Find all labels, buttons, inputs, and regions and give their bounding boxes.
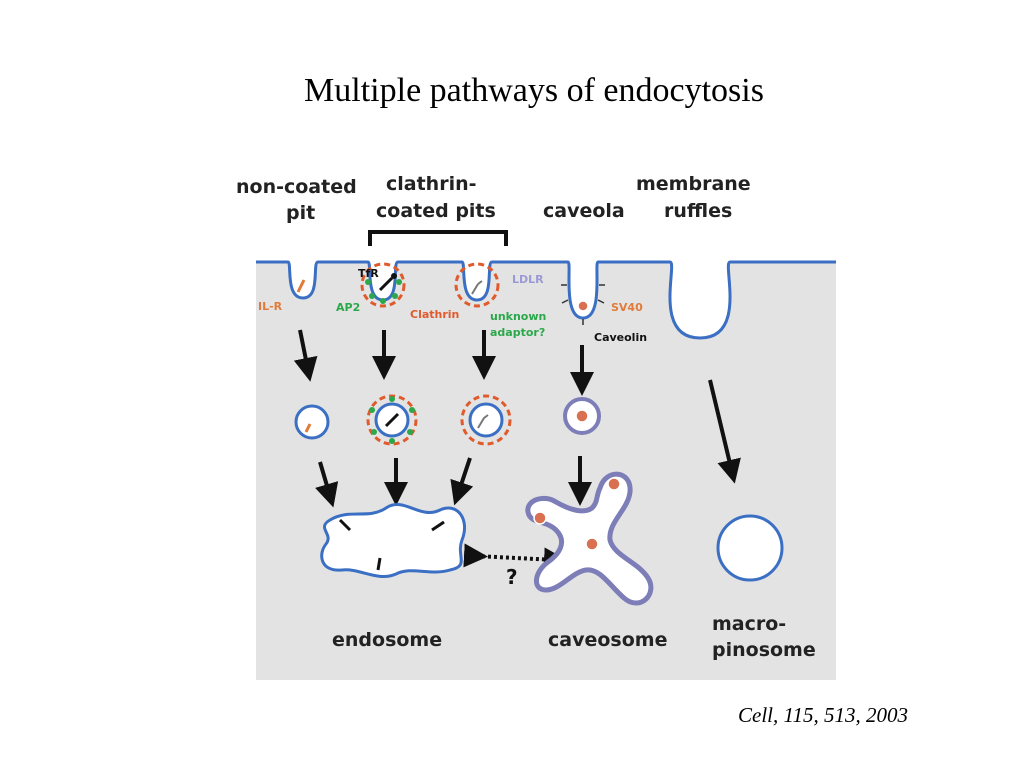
label-adaptor: adaptor? — [490, 326, 545, 339]
ap2-dots-pit1 — [365, 279, 402, 304]
slide-title: Multiple pathways of endocytosis — [304, 72, 764, 109]
ldlr-in-vesicle — [477, 414, 489, 429]
sv40-in-caveosome — [533, 477, 621, 551]
endosome-receptors — [338, 518, 445, 571]
plasma-membrane — [256, 250, 836, 338]
macropinosome-compartment — [716, 514, 784, 582]
label-ap2: AP2 — [336, 301, 360, 314]
header-clathrin: clathrin- — [386, 173, 477, 195]
citation: Cell, 115, 513, 2003 — [738, 703, 908, 727]
header-pit: pit — [286, 202, 315, 224]
header-coated-pits: coated pits — [376, 200, 496, 222]
sv40-virus-pit — [577, 300, 589, 312]
pathway-arrows-row1 — [293, 329, 741, 484]
unknown-exchange-mark: ? — [506, 565, 518, 589]
label-macro: macro- — [712, 613, 786, 635]
label-caveosome: caveosome — [548, 629, 667, 651]
sv40-in-vesicle — [575, 409, 589, 423]
clathrin-coat-pit1 — [360, 262, 406, 308]
label-tfr: TfR — [358, 267, 379, 280]
clathrin-coat-pit2 — [454, 262, 500, 308]
label-ldlr: LDLR — [512, 273, 544, 286]
header-ruffles: ruffles — [664, 200, 732, 222]
label-il-r: IL-R — [258, 300, 283, 313]
label-pinosome: pinosome — [712, 639, 816, 661]
label-endosome: endosome — [332, 629, 442, 651]
caveolin-studs-pit — [561, 284, 605, 325]
label-caveolin: Caveolin — [594, 331, 647, 344]
tfr-in-vesicle — [384, 412, 400, 428]
il-r-receptor-icon — [296, 279, 306, 293]
label-unknown: unknown — [490, 310, 546, 323]
label-clathrin: Clathrin — [410, 308, 459, 321]
header-caveola: caveola — [543, 200, 625, 222]
ldlr-receptor-icon — [471, 280, 483, 295]
header-non-coated: non-coated — [236, 176, 357, 198]
plasma-membrane-line — [256, 260, 836, 340]
pathway-arrows-row2 — [315, 456, 592, 508]
non-coated-vesicle — [294, 404, 330, 440]
tfr-receptor-icon — [378, 273, 397, 292]
ap2-dots-vesicle1 — [369, 396, 415, 444]
header-membrane: membrane — [636, 173, 751, 195]
endosome-caveosome-exchange-arrow — [463, 543, 568, 572]
clathrin-vesicle-2 — [468, 402, 504, 438]
clathrin-bracket — [368, 230, 508, 246]
endosome-compartment — [320, 503, 466, 578]
il-r-in-vesicle — [304, 423, 312, 433]
label-sv40: SV40 — [611, 301, 643, 314]
clathrin-vesicle-2-coat — [460, 394, 512, 446]
